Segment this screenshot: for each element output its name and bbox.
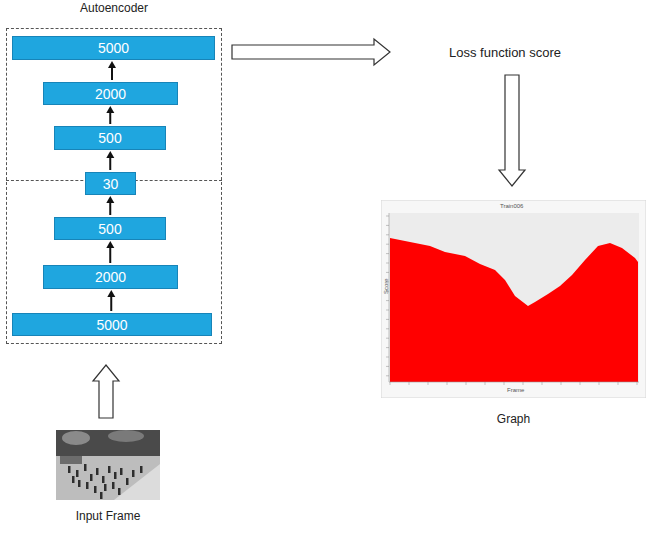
hollow-arrow — [499, 75, 525, 186]
layer-arrow — [106, 196, 114, 215]
layer-size: 2000 — [95, 86, 126, 102]
layer-arrow — [106, 241, 114, 263]
arrow-head — [106, 241, 114, 248]
hollow-arrow — [93, 365, 119, 418]
arrow-shaft — [111, 67, 113, 80]
flow-arrow — [499, 75, 525, 186]
axis-label: Frame — [507, 387, 524, 393]
graph-caption: Graph — [341, 412, 648, 426]
layer-size: 2000 — [95, 269, 126, 285]
axis-label: Score — [383, 278, 389, 294]
crowd-photo — [56, 430, 160, 500]
graph-image: Graph — [381, 200, 646, 398]
layer-box: 5000 — [12, 36, 215, 60]
layer-size: 500 — [98, 221, 121, 237]
layer-arrow — [106, 151, 114, 170]
layer-box: 30 — [85, 172, 136, 195]
layer-arrow — [106, 106, 114, 124]
input-frame-image: Input Frame — [56, 430, 160, 500]
arrow-head — [107, 290, 115, 297]
group-title: Autoencoder — [7, 1, 221, 15]
flow-arrow — [232, 39, 390, 65]
layer-size: 5000 — [98, 40, 129, 56]
layer-size: 5000 — [96, 317, 127, 333]
arrow-head — [108, 61, 116, 68]
score-node: Loss function score — [390, 42, 620, 62]
layer-arrow — [107, 290, 115, 311]
arrow-shaft — [109, 112, 111, 124]
layer-box: 2000 — [43, 82, 178, 105]
layer-size: 500 — [98, 130, 121, 146]
layer-size: 30 — [103, 176, 119, 192]
frame-caption: Input Frame — [16, 509, 200, 523]
chart-title: Train006 — [500, 203, 523, 209]
layer-box: 500 — [54, 217, 166, 240]
hollow-arrow — [232, 39, 390, 65]
arrow-head — [106, 106, 114, 113]
chart-illustration — [381, 200, 646, 398]
layer-box: 500 — [54, 126, 166, 150]
layer-box: 5000 — [12, 313, 212, 336]
autoencoder-group: Autoencoder500020005003050020005000 — [6, 28, 222, 344]
arrow-head — [106, 196, 114, 203]
layer-box: 2000 — [43, 265, 178, 289]
score-text: Loss function score — [449, 45, 561, 60]
arrow-shaft — [110, 296, 112, 311]
flow-arrow — [93, 365, 119, 418]
arrow-shaft — [109, 247, 111, 263]
arrow-head — [106, 151, 114, 158]
arrow-shaft — [109, 157, 111, 170]
arrow-shaft — [109, 202, 111, 215]
layer-arrow — [108, 61, 116, 80]
